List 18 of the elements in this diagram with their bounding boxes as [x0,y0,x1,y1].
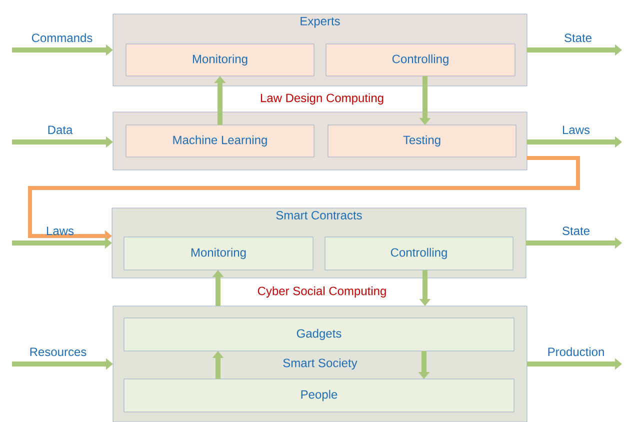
process-box: Testing [328,124,516,158]
process-box: Monitoring [124,236,314,270]
process-box: Controlling [324,236,514,270]
edge-label: State [564,34,592,42]
edge-label: State [562,226,590,236]
process-box: Monitoring [126,44,314,76]
process-box: Machine Learning [126,124,314,158]
edge-label: Data [48,126,73,134]
edge-label: Laws [562,126,590,134]
edge-label: Resources [30,348,86,356]
edge-label: Production [548,347,604,356]
edge-label: Commands [32,33,92,42]
process-box: Gadgets [124,318,514,352]
process-box: Controlling [326,44,516,76]
process-box: People [124,378,514,412]
edge-label: Laws [47,226,74,236]
process-label: Cyber Social Computing [256,285,388,299]
process-label: Law Design Computing [258,92,386,106]
